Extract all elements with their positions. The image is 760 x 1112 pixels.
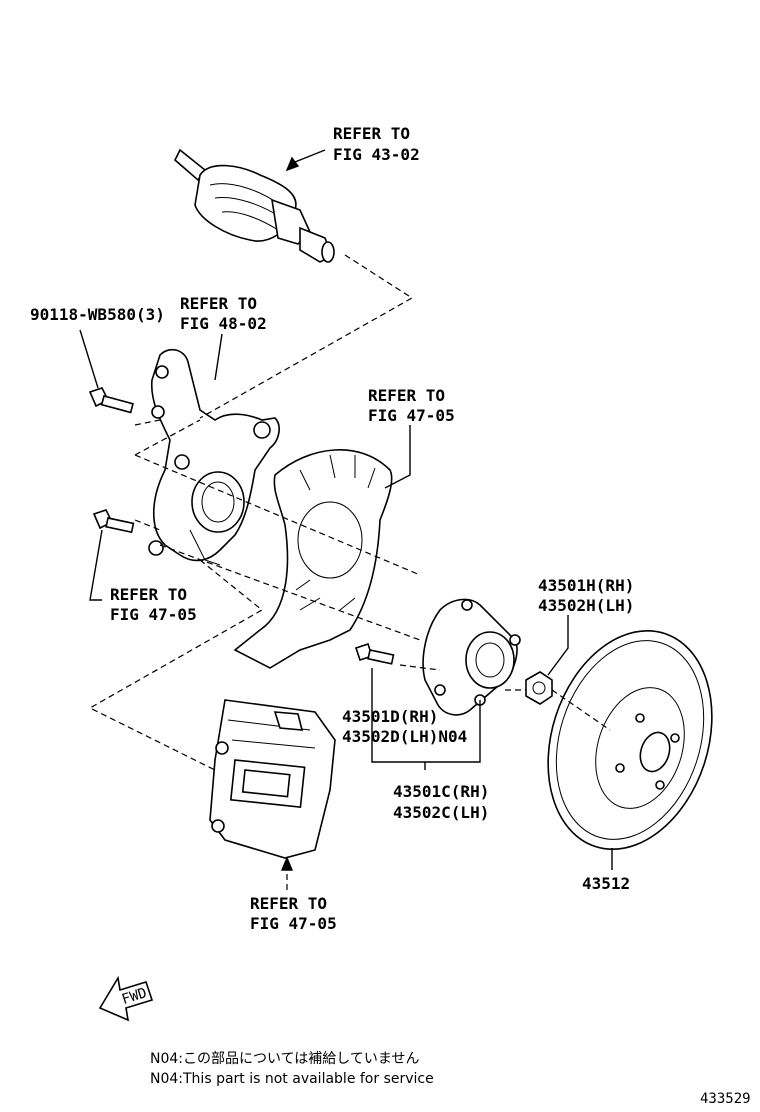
knuckle-bolt-upper [88,387,134,414]
label-knuckle-bolt: 90118-WB580(3) [30,305,165,324]
leader-axle [294,149,326,163]
bracket-hub [371,668,481,763]
dust-shield [233,449,393,669]
leader-shield [384,425,411,489]
label-hub-rh: 43501C(RH) [393,782,489,801]
label-nut-lh: 43502H(LH) [538,596,634,615]
knuckle-bolt-lower [92,509,135,534]
assembly-lines [88,254,611,771]
refer-caliper-line2: FIG 47-05 [250,914,337,933]
note-english: N04:This part is not available for servi… [150,1071,434,1087]
refer-lower-line2: FIG 47-05 [110,605,197,624]
note-japanese: N04:この部品については補給していません [150,1051,419,1067]
refer-knuckle-line2: FIG 48-02 [180,314,267,333]
leader-nut [547,615,569,676]
refer-knuckle-line1: REFER TO [180,294,257,313]
fwd-label: FWD [120,985,149,1008]
brake-caliper [209,699,336,859]
refer-lower-line1: REFER TO [110,585,187,604]
hub-bolt [354,642,395,665]
hub-nut [525,671,553,705]
label-bolt-lh: 43502D(LH)N04 [342,727,467,746]
fwd-arrow-icon: FWD [98,975,154,1022]
refer-caliper-line1: REFER TO [250,894,327,913]
label-nut-rh: 43501H(RH) [538,576,634,595]
steering-knuckle [148,348,280,566]
refer-shield-line2: FIG 47-05 [368,406,455,425]
leader-knuckle [214,333,223,381]
leader-bolt-knuckle [79,329,99,389]
drive-shaft [174,148,335,263]
label-bolt-rh: 43501D(RH) [342,707,438,726]
refer-axle-line2: FIG 43-02 [333,145,420,164]
figure-number: 433529 [700,1091,751,1107]
axle-hub [422,598,521,716]
refer-shield-line1: REFER TO [368,386,445,405]
leader-lower-ref [89,529,103,601]
label-hub-lh: 43502C(LH) [393,803,489,822]
brake-disc [547,629,713,851]
label-disc: 43512 [582,874,630,893]
refer-axle-line1: REFER TO [333,124,410,143]
